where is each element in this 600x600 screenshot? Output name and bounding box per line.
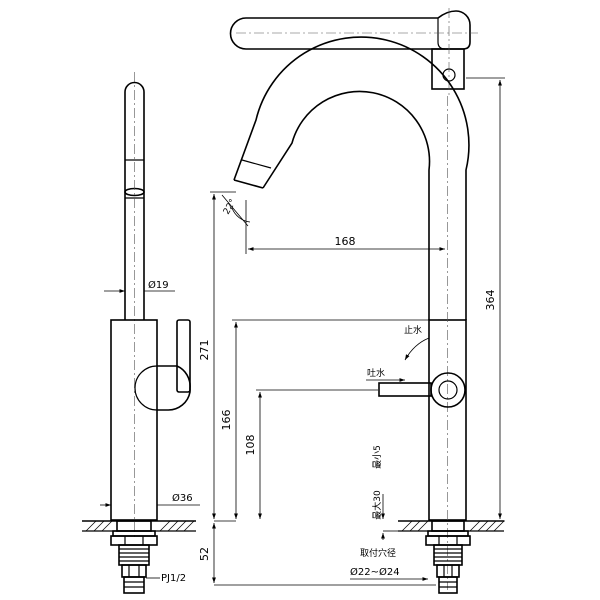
dim-lever-height-label: 108 bbox=[244, 435, 257, 456]
thread-label: PJ1/2 bbox=[161, 573, 186, 584]
front-view bbox=[233, 36, 505, 594]
side-view-pipe bbox=[124, 81, 145, 320]
front-view-shank bbox=[433, 544, 463, 566]
side-view-gasket bbox=[116, 520, 152, 532]
dim-spout-height-label: 271 bbox=[198, 340, 211, 361]
dim-angle-arc bbox=[231, 207, 251, 223]
side-view-body bbox=[110, 319, 158, 521]
side-view-lever-handle bbox=[176, 319, 191, 393]
front-view-spout-outlet bbox=[233, 179, 264, 189]
side-view: Ø19 Ø36 PJ1/2 bbox=[82, 72, 200, 594]
discharge-label: 吐水 bbox=[367, 367, 385, 379]
dim-base-height-label: 52 bbox=[198, 547, 211, 561]
dimensions: 364 271 168 22° 166 108 52 最大30 最小5 bbox=[198, 77, 505, 586]
dim-angle-label: 22° bbox=[222, 198, 239, 217]
dim-min-thickness-label: 最小5 bbox=[372, 445, 383, 469]
side-view-lever-hub bbox=[157, 365, 191, 411]
dim-reach-label: 168 bbox=[335, 235, 356, 248]
dim-body-height-label: 166 bbox=[220, 410, 233, 431]
front-view-spout-joint bbox=[241, 159, 272, 169]
front-view-spout-inner bbox=[262, 90, 431, 320]
side-view-shank bbox=[118, 544, 150, 566]
hole-diameter-value: Ø22~Ø24 bbox=[350, 566, 400, 578]
front-view-spout-outer bbox=[233, 36, 470, 320]
annotations: 止水 吐水 bbox=[366, 324, 430, 382]
side-view-hex bbox=[121, 564, 147, 578]
front-view-lever-handle bbox=[378, 382, 432, 397]
front-view-thread bbox=[438, 576, 458, 594]
top-view-spout-joint bbox=[437, 18, 446, 50]
front-view-gasket bbox=[431, 520, 465, 532]
hole-diameter-caption: 取付穴径 bbox=[360, 547, 396, 559]
front-view-hex bbox=[436, 564, 460, 578]
stop-water-arrow bbox=[404, 337, 430, 361]
side-view-nut bbox=[110, 535, 158, 546]
dim-angle-leader bbox=[221, 194, 249, 227]
front-view-lever-outer bbox=[430, 372, 466, 408]
top-view-spout-outline bbox=[229, 10, 471, 50]
top-view bbox=[229, 8, 478, 95]
front-view-lever-inner bbox=[438, 380, 458, 400]
dim-total-height-label: 364 bbox=[484, 290, 497, 311]
front-view-counter-hatch bbox=[401, 520, 505, 532]
side-view-lever-hub-inner bbox=[134, 365, 158, 411]
dim-pipe-diameter-label: Ø19 bbox=[148, 279, 169, 291]
side-view-thread bbox=[123, 576, 145, 594]
top-view-body-block bbox=[431, 48, 465, 90]
dim-max-thickness-label: 最大30 bbox=[371, 490, 383, 520]
dim-body-diameter-label: Ø36 bbox=[172, 492, 193, 504]
stop-water-label: 止水 bbox=[404, 324, 422, 336]
side-view-counter-hatch bbox=[85, 520, 195, 532]
front-view-nut bbox=[425, 535, 471, 546]
